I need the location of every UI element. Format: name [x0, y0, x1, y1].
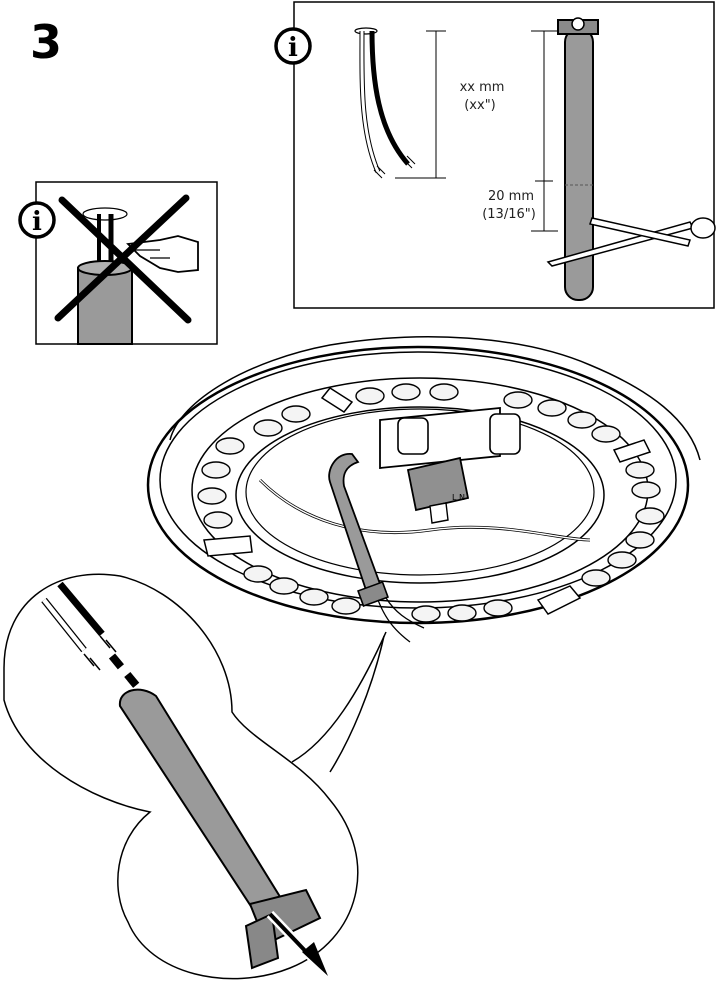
hand-icon: [126, 235, 199, 273]
svg-text:L N: L N: [452, 493, 465, 502]
ceiling-wires: [354, 27, 416, 179]
step-number: 3: [30, 15, 62, 69]
terminal-block: L N: [379, 407, 521, 524]
dimension-wire-length: xx mm (xx"): [395, 30, 505, 179]
wire-length-label: xx mm: [460, 80, 505, 95]
cut-length-label: 20 mm: [488, 189, 534, 204]
dimension-cut: 20 mm (13/16"): [482, 30, 558, 232]
sleeve-detail: [118, 688, 322, 970]
ceiling-fixture-base: L N: [146, 336, 701, 643]
info-panel-prohibited: i: [18, 181, 218, 345]
wire-length-label-imperial: (xx"): [464, 98, 496, 113]
arrow-down-icon: [266, 910, 328, 976]
info-icon: i: [274, 27, 312, 65]
cut-length-label-imperial: (13/16"): [482, 207, 536, 222]
info-icon: i: [18, 201, 56, 239]
led-dots: [197, 383, 665, 623]
svg-text:i: i: [288, 33, 298, 63]
info-panel-wire-length: i xx mm (xx"): [274, 1, 716, 309]
prohibited-cross: [54, 194, 192, 324]
sleeve-in-base: [328, 453, 425, 643]
magnified-detail: [3, 573, 387, 980]
scissors-icon: [546, 217, 716, 267]
svg-text:i: i: [32, 207, 42, 237]
sleeve-tube: [557, 17, 599, 301]
panel-frame: [293, 1, 715, 309]
